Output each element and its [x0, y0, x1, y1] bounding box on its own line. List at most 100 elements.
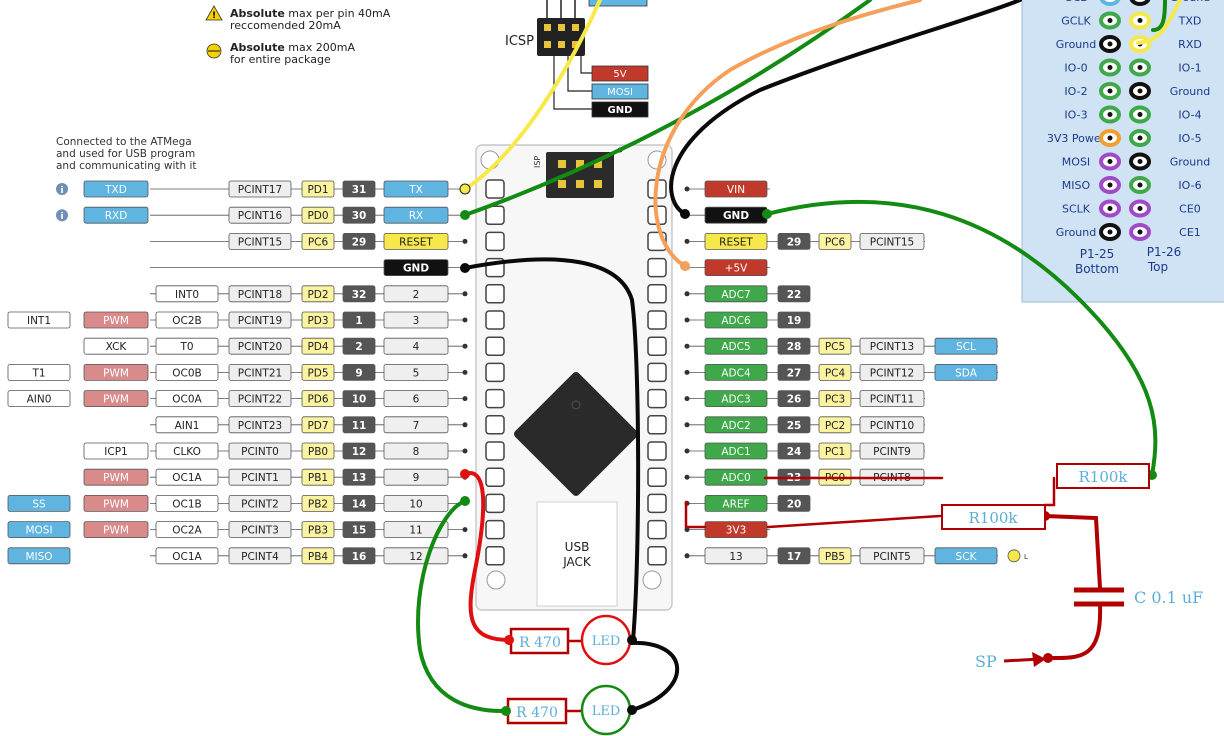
pin-alt2-label: [83, 337, 149, 355]
pin-alt-label-text: OC0A: [172, 394, 202, 406]
pin-alt-label-text: T0: [179, 341, 193, 353]
pi-bottom-label-1: P1-25: [1080, 247, 1114, 261]
pcint-label-text: PCINT12: [870, 367, 914, 379]
board-right-pin: [647, 493, 667, 514]
pwm-label: [83, 311, 149, 329]
pcint-label-text: PCINT11: [870, 394, 914, 406]
port-label-text: PC6: [308, 236, 329, 248]
chip-pin-number: [342, 180, 376, 198]
pin-spi-label: [7, 494, 71, 512]
port-label: [301, 442, 335, 460]
chip-pin-number: [342, 521, 376, 538]
icsp-pin-5v: [591, 65, 649, 82]
pi-left-label: IO-2: [1064, 85, 1087, 98]
board-pin-label: [383, 416, 449, 434]
pin-func-label: [934, 337, 998, 355]
board-pin-label: [704, 494, 768, 512]
board-left-pin: [485, 441, 505, 461]
board-right-pin: [647, 546, 667, 566]
board-pin-label-text: ADC3: [721, 394, 750, 406]
port-label: [818, 442, 852, 460]
port-label: [818, 416, 852, 434]
pcint-label: [228, 180, 292, 198]
svg-text:R 470: R 470: [519, 635, 561, 651]
pcint-label-text: PCINT18: [238, 289, 282, 301]
pwm-label-text: PWM: [103, 472, 129, 484]
chip-pin-number-text: 11: [352, 420, 367, 432]
board-right-pin: [647, 284, 667, 304]
board-pin-label: [704, 416, 768, 434]
port-label: [301, 285, 335, 303]
pcint-label-text: PCINT13: [870, 341, 914, 353]
pin-func-label-text: SCL: [956, 341, 976, 353]
chip-pin-number-text: 24: [787, 446, 802, 458]
chip-pin-number: [777, 363, 811, 381]
pin-func-label-text: RXD: [105, 210, 128, 222]
sp-label: SP: [975, 652, 997, 671]
board-pin-label-text: 8: [413, 446, 420, 458]
chip-pin-number: [777, 547, 811, 565]
pi-left-label: IO-0: [1064, 62, 1087, 75]
port-label-text: PD0: [307, 210, 328, 222]
board-right-pin: [647, 467, 667, 487]
pcint-label: [228, 494, 292, 512]
port-label: [301, 232, 335, 250]
pi-right-label: Ground: [1170, 156, 1210, 169]
pin-alt-label: [155, 285, 219, 303]
chip-pin-number: [777, 416, 811, 434]
info-icon[interactable]: [56, 183, 68, 195]
board-left-pin: [485, 467, 505, 487]
board-pin-label: [383, 232, 449, 250]
pin-alt-label: [155, 547, 219, 565]
pi-right-label: CE1: [1179, 226, 1201, 239]
pi-top-label-1: P1-26: [1147, 245, 1181, 259]
svg-text:R100k: R100k: [968, 509, 1018, 527]
pcint-label-text: PCINT10: [870, 420, 914, 432]
port-label-text: PB4: [308, 551, 329, 563]
chip-pin-number-text: 26: [787, 394, 802, 406]
board-pin-label: [704, 390, 768, 408]
usb-note-line3: and communicating with it: [56, 160, 197, 172]
pcint-label-text: PCINT4: [241, 551, 279, 563]
board-left-pin: [485, 284, 505, 304]
pin-alt2-label-text: XCK: [106, 341, 128, 353]
port-label: [301, 390, 335, 408]
port-label-text: PC2: [825, 420, 845, 432]
pwm-label-text: PWM: [103, 525, 129, 537]
board-pin-label-text: ADC7: [721, 289, 750, 301]
sp-arrow-icon: [1032, 652, 1046, 667]
info-icon[interactable]: [56, 209, 68, 222]
pin-func-label: [83, 206, 149, 224]
board-pin-label-text: 13: [729, 551, 742, 563]
pin-spi-label-text: SS: [32, 498, 46, 510]
pi-left-label: MISO: [1062, 179, 1091, 192]
pwm-label-text: PWM: [103, 315, 129, 327]
board-pin-label-text: 10: [409, 498, 422, 510]
board-pin-label: [383, 494, 449, 512]
pi-right-label: RXD: [1178, 38, 1202, 51]
pin-ext-label: [7, 311, 71, 329]
board-pin-label-text: 7: [413, 420, 420, 432]
board-pin-label-text: 4: [413, 341, 420, 353]
pi-left-label: SCLK: [1062, 203, 1091, 216]
board-pin-label: [704, 547, 768, 565]
pcint-label: [228, 285, 292, 303]
board-pin-label-text: RESET: [399, 236, 433, 248]
port-label: [301, 416, 335, 434]
board-left-pin: [485, 336, 505, 356]
arduino-nano-board: ISP USB JACK: [475, 144, 673, 611]
pcint-label: [859, 442, 925, 460]
svg-text:GND: GND: [608, 105, 633, 116]
pin-alt-label-text: OC0B: [172, 367, 201, 379]
port-label: [301, 547, 335, 565]
pcint-label: [228, 521, 292, 538]
board-right-pin: [647, 257, 667, 278]
chip-pin-number-text: 22: [787, 289, 802, 301]
board-left-pin: [485, 310, 505, 330]
board-pin-label: [383, 259, 449, 277]
wire-green-d10: [416, 499, 509, 714]
board-left-pin: [485, 519, 505, 540]
port-label-text: PC5: [825, 341, 845, 353]
pcint-label-text: PCINT1: [241, 472, 279, 484]
